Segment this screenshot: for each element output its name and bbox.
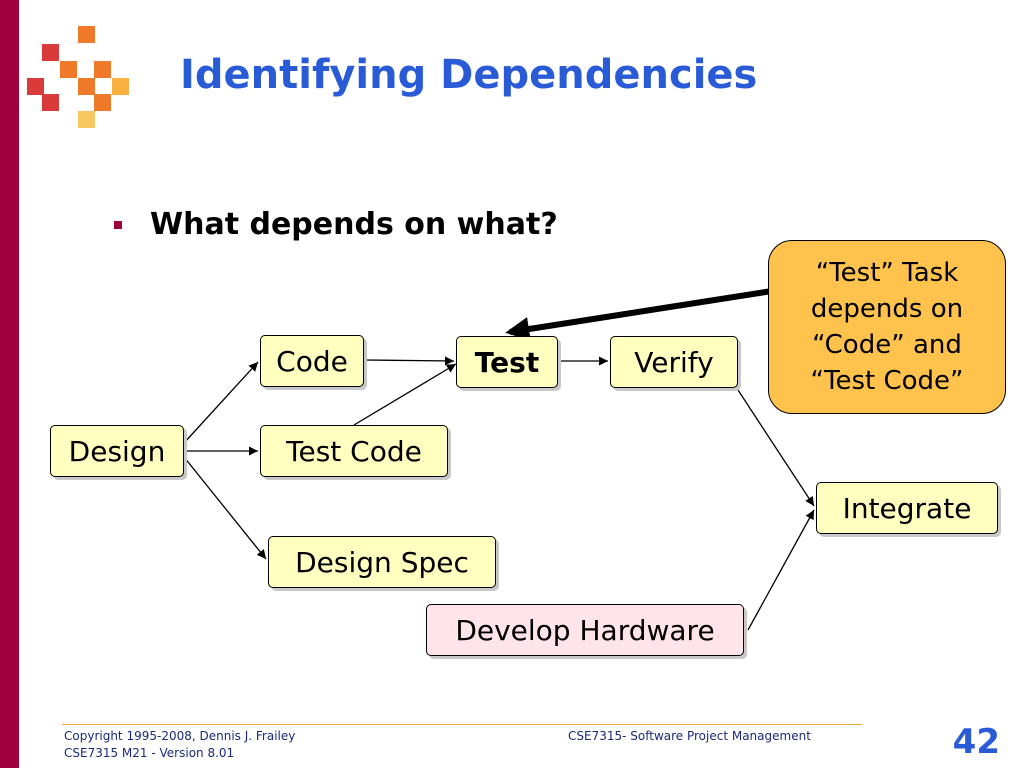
arrow-test-code-test [353,363,457,426]
bullet-text: What depends on what? [150,207,558,242]
node-design: Design [50,425,184,477]
arrow-code-test [363,356,455,366]
callout-line-2: depends on [810,294,964,324]
callout-line-1: “Test” Task [815,258,959,288]
arrow-verify-integrate [737,389,815,507]
footer-version: CSE7315 M21 - Version 8.01 [64,746,235,760]
node-develop-hardware: Develop Hardware [426,604,744,656]
node-code: Code [260,335,364,387]
callout-box: “Test” Task depends on “Code” and “Test … [768,240,1006,414]
callout-line-4: “Test Code” [810,366,964,396]
node-test: Test [456,336,558,388]
page-number: 42 [952,722,1000,762]
node-integrate: Integrate [816,482,998,534]
node-design-spec: Design Spec [268,536,496,588]
footer-divider [62,724,862,725]
node-test-code: Test Code [260,425,448,477]
slide-title: Identifying Dependencies [180,52,758,98]
callout-line-3: “Code” and [812,330,962,360]
footer-copyright: Copyright 1995-2008, Dennis J. Frailey [64,729,296,743]
node-verify: Verify [610,336,738,388]
arrow-callout-test [505,288,773,341]
footer-course: CSE7315- Software Project Management [568,729,811,743]
arrow-design-design-spec [183,456,267,560]
left-accent-bar [0,0,19,768]
arrow-hardware-integrate [747,509,815,631]
bullet-marker [114,221,122,229]
arrow-design-code [183,361,259,444]
